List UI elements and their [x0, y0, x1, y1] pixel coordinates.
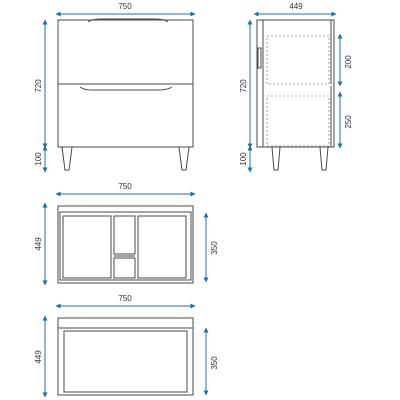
top-drawers-center-lower-compartment: [113, 257, 136, 279]
top-drawers-width-label: 750: [118, 182, 132, 191]
front-height-label: 720: [34, 79, 43, 93]
side-right-leg: [319, 146, 329, 171]
front-upper-handle: [87, 18, 169, 23]
side-view: 449 720 100 200 250: [239, 2, 353, 173]
top-drawers-right-compartment: [137, 215, 187, 279]
side-cabinet-body: [256, 19, 335, 148]
top-view-open: 750 449 350: [34, 294, 219, 398]
front-lower-handle: [79, 86, 173, 91]
side-depth-label: 449: [289, 2, 303, 11]
front-legs-label: 100: [34, 152, 43, 166]
top-open-width-label: 750: [118, 294, 132, 303]
front-width-label: 750: [118, 2, 132, 11]
top-drawers-depth-label: 449: [34, 237, 43, 251]
top-open-outer-frame: [57, 317, 194, 396]
front-right-leg: [178, 146, 190, 171]
top-drawers-left-compartment: [62, 215, 112, 279]
side-height-label: 720: [239, 79, 248, 93]
front-left-leg: [61, 146, 73, 171]
top-view-drawers: 750 449 350: [34, 182, 219, 286]
side-upper-drawer-label: 200: [344, 55, 353, 69]
side-handle-notch: [257, 47, 262, 69]
top-open-inner-label: 350: [210, 356, 219, 370]
top-open-inner-box: [63, 330, 188, 393]
side-legs-label: 100: [239, 152, 248, 166]
side-upper-drawer-hidden: [266, 35, 330, 85]
front-view: 750 720 100: [34, 2, 196, 173]
side-lower-drawer-hidden: [266, 95, 330, 147]
top-drawers-center-upper-compartment: [113, 215, 136, 255]
side-left-leg: [271, 146, 281, 171]
side-lower-drawer-label: 250: [344, 115, 353, 129]
top-drawers-outer-frame: [57, 205, 194, 284]
top-drawers-inner-label: 350: [210, 241, 219, 255]
top-open-depth-label: 449: [34, 350, 43, 364]
top-drawers-inner-frame: [59, 211, 192, 281]
